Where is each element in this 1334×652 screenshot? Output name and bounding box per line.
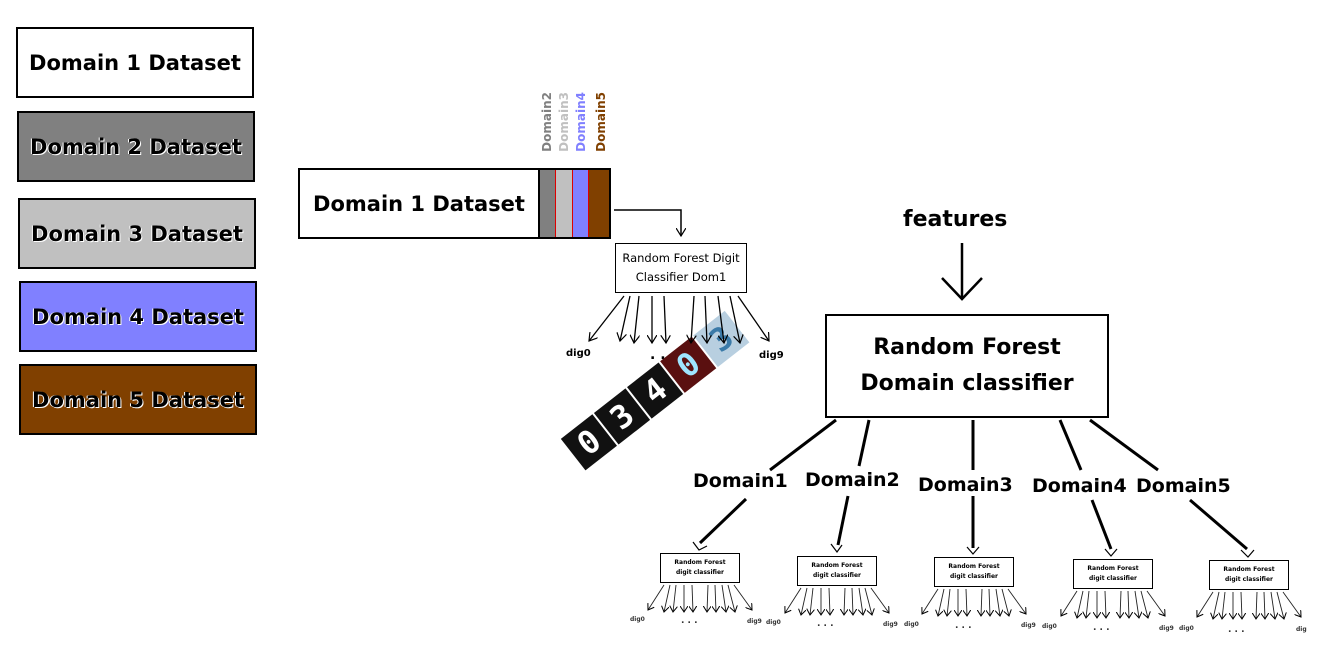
features-label: features [903,207,1008,232]
domain-label-4: Domain4 [1032,475,1127,497]
sub2-dig9: dig9 [883,621,898,628]
sub2-dig0: dig0 [766,619,781,626]
domain-label-1: Domain1 [693,470,788,492]
sub4-dig0: dig0 [1042,623,1057,630]
dom1-classifier-line1: Random Forest Digit [622,251,740,265]
legend-domain1: Domain 1 Dataset [16,27,254,98]
legend-domain3: Domain 3 Dataset [18,198,256,269]
domain-label-2: Domain2 [805,469,900,491]
sub-output-arrows [648,584,1301,619]
sub1-dig9: dig9 [747,618,762,625]
domain-classifier-box: Random Forest Domain classifier [825,314,1109,418]
strip-domain2 [538,170,555,237]
dom1-classifier-line2: Classifier Dom1 [635,270,727,284]
sub3-ellipsis: . . . [955,621,972,631]
domain-label-5: Domain5 [1136,475,1231,497]
dom1-output-dig0: dig0 [566,348,591,359]
legend-domain4: Domain 4 Dataset [19,281,257,352]
domain-branch-arrowheads [692,541,1255,558]
sub5-dig0: dig0 [1179,625,1194,632]
sub1-dig0: dig0 [630,616,645,623]
strip-domain4 [572,170,589,237]
sub5-ellipsis: . . . [1228,625,1245,635]
sub3-dig9: dig9 [1021,622,1036,629]
sub4-dig9: dig9 [1159,625,1174,632]
combined-to-dom1-arrow [614,209,681,236]
strip-domain3 [555,170,572,237]
dom1-output-arrows [589,295,769,343]
domain-classifier-line2: Domain classifier [860,371,1074,396]
combined-dataset-box: Domain 1 Dataset [298,168,611,239]
sub5-dig: dig [1296,626,1307,633]
strip-domain5 [589,170,609,237]
legend-domain2: Domain 2 Dataset [17,111,255,182]
dom1-output-dig9: dig9 [759,350,784,361]
sub3-dig0: dig0 [904,621,919,628]
domain-classifier-line1: Random Forest [873,335,1061,360]
dom1-classifier-box: Random Forest Digit Classifier Dom1 [615,243,747,293]
sub2-ellipsis: . . . [817,619,834,629]
sub4-ellipsis: . . . [1093,623,1110,633]
combined-dataset-label: Domain 1 Dataset [313,191,525,216]
domain-branches [698,418,1248,551]
legend-domain5: Domain 5 Dataset [19,364,257,435]
features-arrow [941,243,983,301]
domain-label-3: Domain3 [918,474,1013,496]
sub1-ellipsis: . . . [681,616,698,626]
